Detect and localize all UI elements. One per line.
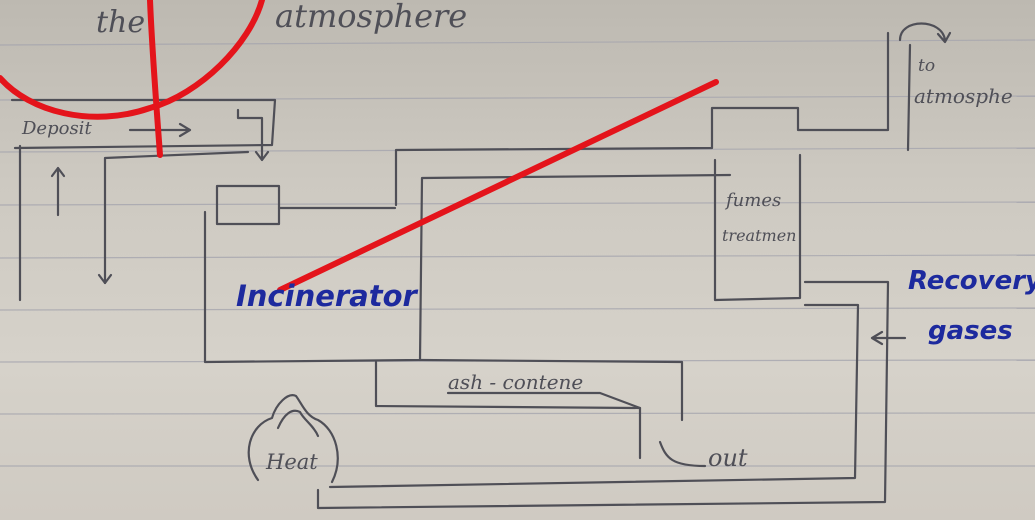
ash-channel	[374, 360, 642, 460]
fumes-label-line2: treatmen	[722, 226, 797, 245]
ash-content-label: ash - contene	[448, 370, 584, 394]
deposit-arrow-down	[236, 108, 270, 162]
top-word-atmosphere: atmosphere	[275, 0, 468, 35]
to-atmosphere-line1: to	[918, 56, 936, 76]
recovery-arrow	[870, 330, 907, 346]
deposit-label: Deposit	[22, 118, 92, 139]
return-pipe-tip	[97, 273, 113, 285]
recovery-label-line1: Recovery	[908, 266, 1035, 296]
red-strike-line	[277, 79, 719, 293]
incinerator-label: Incinerator	[236, 279, 417, 313]
out-label: out	[708, 444, 748, 472]
atmosphere-arrow	[898, 22, 952, 44]
recovery-inner-loop	[328, 303, 860, 489]
fumes-treatment-box	[713, 153, 802, 302]
out-arrow	[658, 440, 707, 468]
recovery-label-line2: gases	[928, 316, 1013, 346]
upper-duct	[394, 31, 890, 207]
feed-arrow-up	[50, 166, 66, 217]
red-vertical-mark	[147, 0, 163, 158]
recovery-outer-loop	[316, 280, 890, 510]
ash-arrow	[446, 391, 642, 410]
top-word-the: the	[96, 5, 146, 40]
ash-outer-wall	[418, 358, 684, 422]
red-annotations	[0, 0, 719, 293]
flame-inner-icon	[276, 409, 320, 438]
chimney-outlet	[906, 43, 912, 152]
deposit-return-pipe	[103, 150, 250, 285]
feed-hopper	[215, 184, 281, 226]
to-atmosphere-line2: atmosphe	[914, 84, 1013, 108]
fumes-label-line1: fumes	[726, 190, 782, 211]
flame-icon	[247, 394, 339, 484]
heat-label: Heat	[266, 450, 318, 474]
red-circle-mark	[0, 0, 265, 120]
deposit-box	[10, 98, 277, 150]
